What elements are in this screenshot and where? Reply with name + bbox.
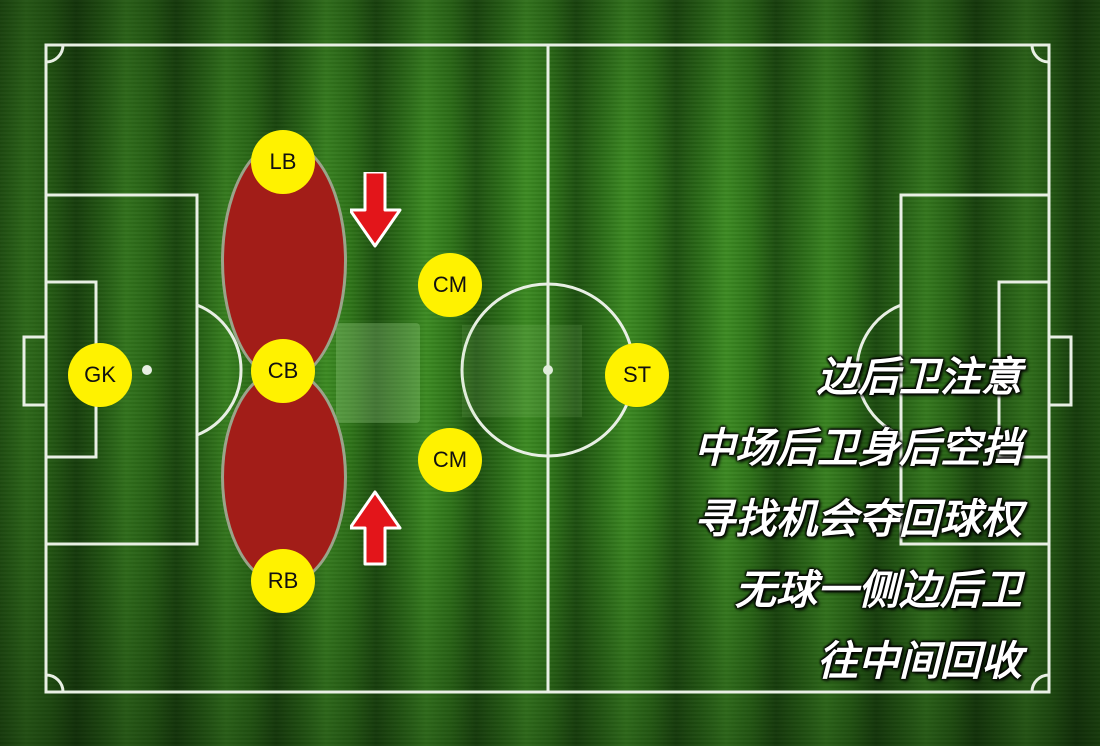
caption-line: 寻找机会夺回球权 <box>694 495 1022 543</box>
player-st: ST <box>605 343 669 407</box>
instruction-caption: 边后卫注意 中场后卫身后空挡 寻找机会夺回球权 无球一侧边后卫 往中间回收 <box>694 342 1022 697</box>
watermark-text <box>462 325 582 417</box>
watermark-logo <box>336 323 420 423</box>
caption-line: 无球一侧边后卫 <box>735 566 1022 614</box>
player-lb: LB <box>251 130 315 194</box>
caption-line: 边后卫注意 <box>817 353 1022 401</box>
caption-line: 中场后卫身后空挡 <box>694 424 1022 472</box>
arrow-up-icon <box>350 490 402 566</box>
arrow-down-icon <box>350 172 402 248</box>
player-gk: GK <box>68 343 132 407</box>
player-rb: RB <box>251 549 315 613</box>
caption-line: 往中间回收 <box>817 637 1022 685</box>
player-cb: CB <box>251 339 315 403</box>
player-cm-top: CM <box>418 253 482 317</box>
player-cm-bottom: CM <box>418 428 482 492</box>
